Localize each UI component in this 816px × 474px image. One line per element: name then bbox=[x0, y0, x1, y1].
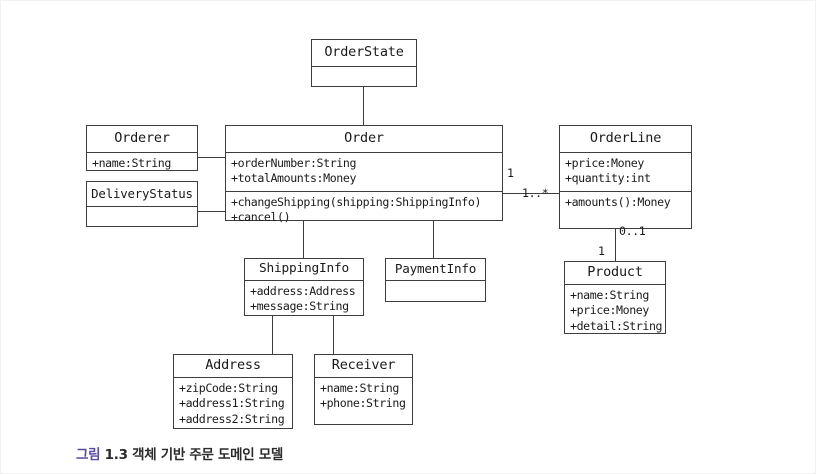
attribute-row: +name:String bbox=[320, 380, 399, 395]
attribute-row: +totalAmounts:Money bbox=[231, 171, 357, 185]
caption-number: 1.3 bbox=[104, 447, 128, 463]
class-box-deliverystatus[interactable]: DeliveryStatus bbox=[86, 181, 198, 227]
attribute-row: +quantity:int bbox=[565, 171, 651, 185]
attribute-row: +name:String bbox=[570, 287, 649, 302]
attribute-row: +message:String bbox=[250, 299, 349, 314]
class-name-product: Product bbox=[565, 262, 665, 285]
link-orderer-order bbox=[197, 157, 226, 159]
multiplicity-order-to-orderline-target: 1..* bbox=[522, 186, 549, 200]
class-box-address[interactable]: Address +zipCode:String +address1:String… bbox=[173, 354, 293, 429]
multiplicity-orderline-to-product-source: 0..1 bbox=[619, 224, 646, 238]
class-name-orderer: Orderer bbox=[87, 126, 197, 153]
class-attributes-receiver: +name:String +phone:String bbox=[315, 378, 412, 416]
class-box-receiver[interactable]: Receiver +name:String +phone:String bbox=[314, 354, 413, 425]
link-order-shippinginfo bbox=[303, 220, 305, 258]
attribute-row: +name:String bbox=[92, 155, 171, 170]
class-name-deliverystatus: DeliveryStatus bbox=[87, 182, 197, 208]
class-name-receiver: Receiver bbox=[315, 355, 412, 378]
class-name-orderstate: OrderState bbox=[312, 40, 416, 67]
class-operations-orderline: +amounts():Money bbox=[560, 190, 691, 223]
class-box-orderline[interactable]: OrderLine +price:Money +quantity:int +am… bbox=[559, 125, 692, 229]
class-name-address: Address bbox=[174, 355, 292, 378]
link-order-orderline bbox=[502, 193, 559, 195]
class-attributes-order: +orderNumber:String +totalAmounts:Money bbox=[226, 153, 502, 191]
attribute-row: +address1:String bbox=[179, 396, 285, 410]
multiplicity-orderline-to-product-target: 1 bbox=[598, 244, 605, 258]
class-box-orderstate[interactable]: OrderState bbox=[311, 39, 417, 87]
operation-row: +cancel() bbox=[231, 210, 291, 224]
operation-row: +changeShipping(shipping:ShippingInfo) bbox=[231, 194, 482, 209]
link-shippinginfo-receiver bbox=[333, 316, 335, 354]
class-attributes-product: +name:String +price:Money +detail:String bbox=[565, 285, 665, 339]
attribute-row: +zipCode:String bbox=[179, 380, 278, 395]
figure-caption: 그림 1.3 객체 기반 주문 도메인 모델 bbox=[76, 443, 283, 463]
attribute-row: +address2:String bbox=[179, 411, 285, 426]
link-orderline-product bbox=[615, 229, 617, 261]
class-name-order: Order bbox=[226, 126, 502, 153]
class-attributes-orderline: +price:Money +quantity:int bbox=[560, 153, 691, 191]
class-box-shippinginfo[interactable]: ShippingInfo +address:Address +message:S… bbox=[244, 258, 364, 316]
attribute-row: +price:Money bbox=[570, 303, 649, 317]
class-attributes-shippinginfo: +address:Address +message:String bbox=[245, 281, 363, 319]
class-operations-order: +changeShipping(shipping:ShippingInfo) +… bbox=[226, 190, 502, 230]
attribute-row: +orderNumber:String bbox=[231, 155, 357, 170]
attribute-row: +address:Address bbox=[250, 283, 356, 298]
link-order-paymentinfo bbox=[433, 220, 435, 258]
class-attributes-deliverystatus bbox=[87, 207, 197, 229]
operation-row: +amounts():Money bbox=[565, 194, 671, 209]
class-name-shippinginfo: ShippingInfo bbox=[245, 259, 363, 281]
class-attributes-orderer: +name:String bbox=[87, 153, 197, 176]
caption-text: 객체 기반 주문 도메인 모델 bbox=[132, 447, 283, 463]
attribute-row: +price:Money bbox=[565, 155, 644, 170]
class-attributes-paymentinfo bbox=[386, 281, 485, 301]
class-attributes-address: +zipCode:String +address1:String +addres… bbox=[174, 378, 292, 432]
class-box-orderer[interactable]: Orderer +name:String bbox=[86, 125, 198, 171]
class-name-orderline: OrderLine bbox=[560, 126, 691, 153]
link-orderstate-order bbox=[363, 87, 365, 125]
class-box-order[interactable]: Order +orderNumber:String +totalAmounts:… bbox=[225, 125, 503, 224]
link-deliverystatus-order bbox=[197, 211, 226, 213]
class-box-product[interactable]: Product +name:String +price:Money +detai… bbox=[564, 261, 666, 334]
class-box-paymentinfo[interactable]: PaymentInfo bbox=[385, 258, 486, 302]
caption-prefix: 그림 bbox=[76, 447, 101, 463]
uml-class-diagram: 1 1..* 0..1 1 OrderState Orderer +name:S… bbox=[1, 1, 816, 441]
attribute-row: +phone:String bbox=[320, 396, 406, 410]
multiplicity-order-to-orderline-source: 1 bbox=[507, 166, 514, 180]
link-shippinginfo-address bbox=[272, 316, 274, 354]
attribute-row: +detail:String bbox=[570, 318, 663, 333]
class-name-paymentinfo: PaymentInfo bbox=[386, 259, 485, 281]
class-attributes-orderstate bbox=[312, 67, 416, 89]
